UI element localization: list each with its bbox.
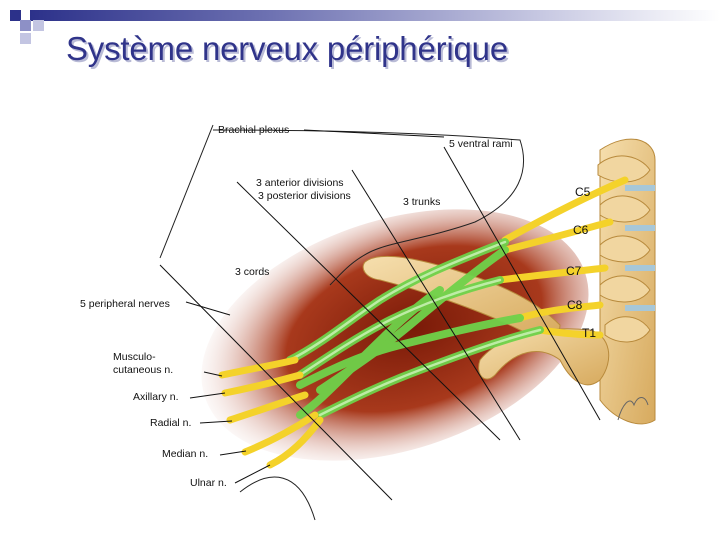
label-trunks: 3 trunks [403,196,441,208]
header-bar [30,10,720,21]
label-vertebra-c5: C5 [575,185,591,199]
label-median: Median n. [162,448,209,460]
header-square-2 [20,20,31,31]
label-anterior-divisions: 3 anterior divisions [256,177,344,189]
label-cords: 3 cords [235,266,270,278]
label-ulnar: Ulnar n. [190,477,227,489]
artist-signature [617,397,649,421]
header-square-3 [33,20,44,31]
label-axillary: Axillary n. [133,391,179,403]
header-square-4 [20,33,31,44]
label-ventral-rami: 5 ventral rami [449,138,513,150]
label-vertebra-t1: T1 [582,326,597,340]
label-radial: Radial n. [150,417,192,429]
header-square-1 [10,10,21,21]
label-posterior-divisions: 3 posterior divisions [258,190,351,202]
label-vertebra-c8: C8 [567,298,583,312]
label-musculocutaneous-2: cutaneous n. [113,364,174,376]
vertebral-column [597,138,656,425]
label-vertebra-c7: C7 [566,264,582,278]
label-peripheral-nerves: 5 peripheral nerves [80,298,170,310]
label-vertebra-c6: C6 [573,223,589,237]
page-title: Système nerveux périphérique [66,30,508,67]
label-musculocutaneous-1: Musculo- [113,351,156,363]
label-brachial-plexus: Brachial plexus [218,124,290,136]
neck-outline [159,124,524,286]
